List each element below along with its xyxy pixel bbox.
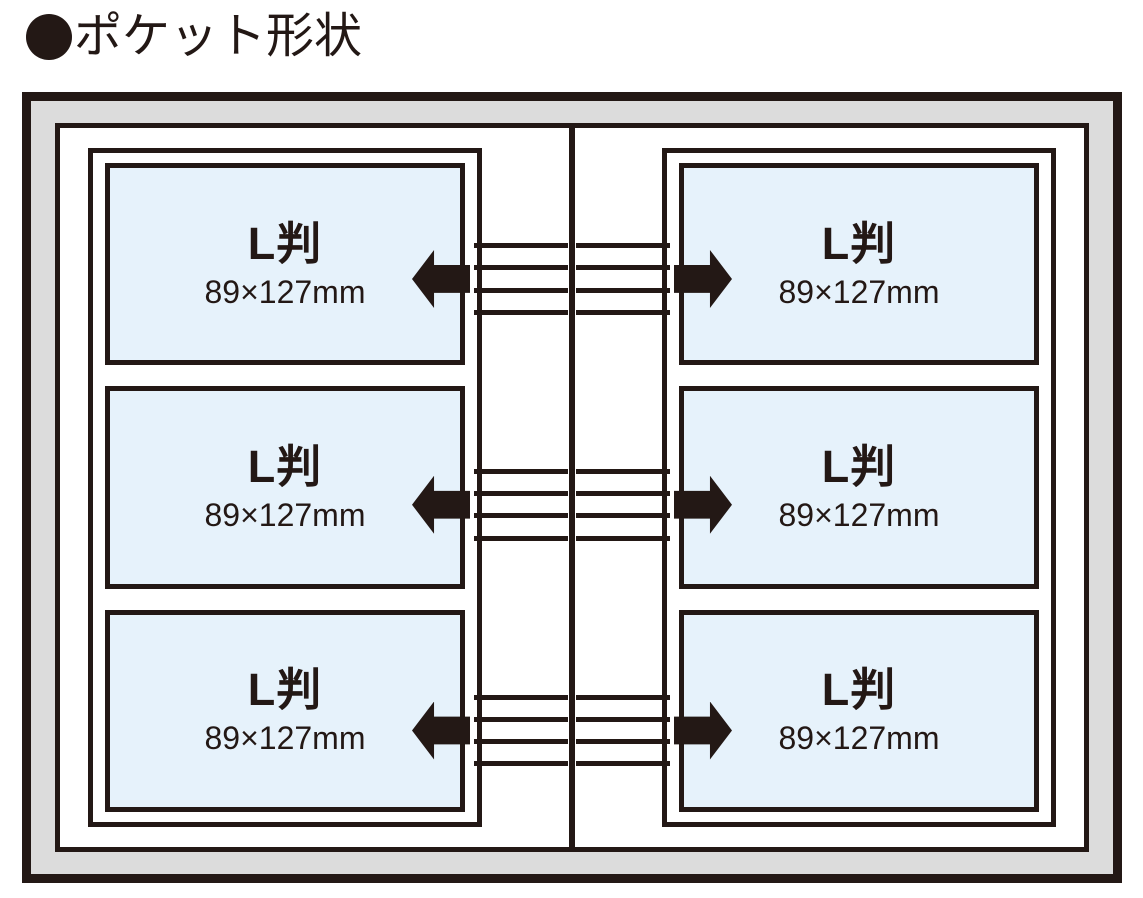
page-title: ポケット形状 [26, 6, 362, 68]
pocket-slot-line [474, 468, 568, 474]
album-open-pages: L判 89×127mm L判 89×127mm L判 89×127mm [55, 123, 1089, 852]
pocket-right-2: L判 89×127mm [679, 386, 1039, 589]
pocket-slot-lines [576, 694, 670, 767]
pocket-slot-line [474, 265, 568, 271]
center-spine-divider [569, 128, 575, 847]
insert-arrow-row-left-1 [412, 233, 572, 325]
pocket-slot-line [576, 739, 670, 745]
pocket-slot-line [474, 739, 568, 745]
pocket-slot-line [576, 716, 670, 722]
pocket-slot-line [576, 468, 670, 474]
pocket-size-label: L判 [821, 664, 897, 716]
album-outer-frame: L判 89×127mm L判 89×127mm L判 89×127mm [22, 92, 1122, 883]
pocket-dimensions-label: 89×127mm [778, 496, 940, 533]
pocket-slot-line [474, 513, 568, 519]
pocket-slot-line [576, 761, 670, 767]
pocket-panel-left: L判 89×127mm L判 89×127mm L判 89×127mm [88, 148, 482, 827]
insert-arrow-row-right-2 [572, 459, 732, 551]
pocket-size-label: L判 [247, 217, 323, 269]
pocket-column-left: L判 89×127mm L判 89×127mm L判 89×127mm [105, 163, 465, 812]
pocket-column-right: L判 89×127mm L判 89×127mm L判 89×127mm [679, 163, 1039, 812]
pocket-slot-line [576, 309, 670, 315]
pocket-dimensions-label: 89×127mm [204, 720, 366, 757]
album-page-right: L判 89×127mm L判 89×127mm L判 89×127mm [572, 128, 1084, 847]
pocket-dimensions-label: 89×127mm [204, 496, 366, 533]
album-page-left: L判 89×127mm L判 89×127mm L判 89×127mm [60, 128, 572, 847]
insert-arrow-row-right-3 [572, 685, 732, 777]
pocket-right-1: L判 89×127mm [679, 163, 1039, 366]
pocket-right-3: L判 89×127mm [679, 609, 1039, 812]
arrow-right-icon [674, 249, 732, 308]
pocket-left-3: L判 89×127mm [105, 609, 465, 812]
pocket-slot-line [474, 491, 568, 497]
arrow-left-icon [412, 249, 470, 308]
page-title-label: ポケット形状 [74, 10, 363, 63]
pocket-slot-line [474, 309, 568, 315]
pocket-slot-lines [576, 242, 670, 315]
arrow-left-icon [412, 475, 470, 534]
pocket-left-1: L判 89×127mm [105, 163, 465, 366]
pocket-slot-line [576, 491, 670, 497]
pocket-size-label: L判 [821, 217, 897, 269]
pocket-slot-line [576, 694, 670, 700]
pocket-dimensions-label: 89×127mm [778, 720, 940, 757]
pocket-slot-line [474, 535, 568, 541]
insert-arrow-row-left-3 [412, 685, 572, 777]
pocket-slot-line [474, 761, 568, 767]
pocket-slot-line [474, 716, 568, 722]
pocket-dimensions-label: 89×127mm [204, 273, 366, 310]
pocket-slot-lines [474, 468, 568, 541]
pocket-size-label: L判 [821, 440, 897, 492]
pocket-slot-lines [474, 694, 568, 767]
arrow-left-icon [412, 701, 470, 760]
pocket-left-2: L判 89×127mm [105, 386, 465, 589]
arrow-right-icon [674, 475, 732, 534]
pocket-size-label: L判 [247, 664, 323, 716]
pocket-size-label: L判 [247, 440, 323, 492]
pocket-slot-line [576, 242, 670, 248]
insert-arrow-row-left-2 [412, 459, 572, 551]
pocket-slot-lines [474, 242, 568, 315]
pocket-slot-line [576, 513, 670, 519]
pocket-slot-line [576, 265, 670, 271]
pocket-slot-line [474, 242, 568, 248]
arrow-right-icon [674, 701, 732, 760]
pocket-slot-line [576, 535, 670, 541]
pocket-dimensions-label: 89×127mm [778, 273, 940, 310]
pocket-slot-line [474, 694, 568, 700]
pocket-slot-line [474, 287, 568, 293]
pocket-panel-right: L判 89×127mm L判 89×127mm L判 89×127mm [662, 148, 1056, 827]
pocket-slot-lines [576, 468, 670, 541]
pocket-slot-line [576, 287, 670, 293]
filled-circle-bullet-icon [26, 14, 72, 60]
insert-arrow-row-right-1 [572, 233, 732, 325]
